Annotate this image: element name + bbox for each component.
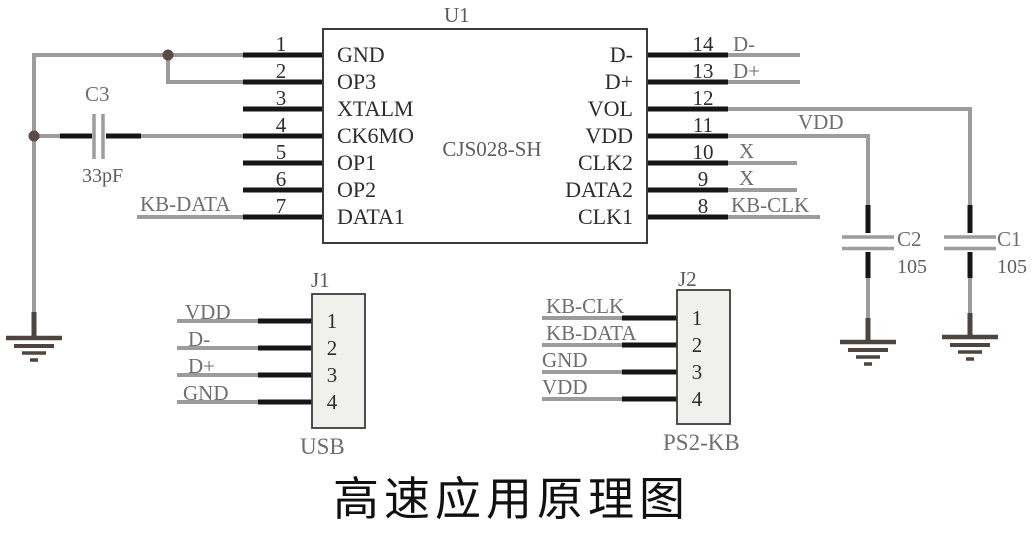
j2-net-kbdata: KB-DATA <box>546 321 637 345</box>
pin-number-9: 9 <box>697 167 709 191</box>
pin-number-11: 11 <box>692 113 714 137</box>
pin-number-12: 12 <box>692 86 714 110</box>
junction-dots <box>28 49 174 142</box>
j1-pin-2: 2 <box>326 336 338 360</box>
j2-net-gnd: GND <box>542 348 588 372</box>
ground-symbol-c2 <box>840 318 896 366</box>
j2-pin-3: 3 <box>691 360 703 384</box>
net-label-x1: X <box>739 139 755 163</box>
ground-symbol-left <box>6 312 62 362</box>
pin-number-5: 5 <box>275 140 287 164</box>
j1-net-gnd: GND <box>183 381 229 405</box>
connector-j2-type: PS2-KB <box>663 430 740 455</box>
pin-number-13: 13 <box>692 59 714 83</box>
cap-c1-designator: C1 <box>997 227 1022 251</box>
cap-c3-designator: C3 <box>85 82 110 106</box>
pin-name-clk1: CLK1 <box>578 204 633 229</box>
pin-number-8: 8 <box>697 194 709 218</box>
black-pin-stubs <box>60 52 973 405</box>
chip-u1-body <box>322 28 648 244</box>
pin-name-dminus: D- <box>609 42 633 67</box>
schematic-title: 高速应用原理图 <box>333 474 690 525</box>
j1-net-dplus: D+ <box>188 354 216 378</box>
pin-name-dplus: D+ <box>604 69 633 94</box>
pin-name-op3: OP3 <box>337 69 377 94</box>
capacitor-plates <box>92 114 996 251</box>
net-label-dminus: D- <box>733 32 756 56</box>
net-label-vdd: VDD <box>798 110 844 134</box>
connector-j2-designator: J2 <box>678 267 697 291</box>
pin-number-7: 7 <box>275 194 287 218</box>
pin-name-data1: DATA1 <box>337 204 405 229</box>
j2-pin-1: 1 <box>691 306 703 330</box>
gray-wires <box>32 53 972 404</box>
pin-name-gnd: GND <box>337 42 385 67</box>
pin-number-6: 6 <box>275 167 287 191</box>
ground-symbol-c1 <box>942 313 998 361</box>
j1-net-dminus: D- <box>188 327 211 351</box>
connector-j1-type: USB <box>300 434 345 459</box>
cap-c1-value: 105 <box>997 256 1027 278</box>
pin-number-3: 3 <box>275 86 287 110</box>
pin-name-vol: VOL <box>587 96 633 121</box>
connector-j1-body <box>311 293 366 429</box>
j1-pin-1: 1 <box>326 309 338 333</box>
pin-name-ck6mo: CK6MO <box>337 123 415 148</box>
j2-net-kbclk: KB-CLK <box>546 294 625 318</box>
cap-c2-value: 105 <box>897 256 927 278</box>
pin-number-4: 4 <box>275 113 287 137</box>
chip-part-number: CJS028-SH <box>442 137 542 161</box>
j2-pin-4: 4 <box>691 387 703 411</box>
pin-name-vdd: VDD <box>585 123 633 148</box>
pin-name-op2: OP2 <box>337 177 377 202</box>
pin-number-2: 2 <box>275 59 287 83</box>
pin-name-xtalm: XTALM <box>337 96 414 121</box>
pin-number-14: 14 <box>692 32 714 56</box>
j1-pin-3: 3 <box>326 363 338 387</box>
j1-net-vdd: VDD <box>185 300 231 324</box>
net-label-kbclk: KB-CLK <box>731 193 810 217</box>
cap-c2-designator: C2 <box>897 227 922 251</box>
j2-net-vdd: VDD <box>542 375 588 399</box>
chip-designator: U1 <box>444 3 470 27</box>
net-label-dplus: D+ <box>733 59 761 83</box>
pin-name-op1: OP1 <box>337 150 377 175</box>
connector-j2-body <box>676 289 731 425</box>
net-label-kbdata: KB-DATA <box>140 192 231 216</box>
pin-number-10: 10 <box>692 140 714 164</box>
pin-number-1: 1 <box>275 32 287 56</box>
cap-c3-value: 33pF <box>82 165 124 187</box>
j1-pin-4: 4 <box>326 390 338 414</box>
connector-j1-designator: J1 <box>311 268 330 292</box>
net-label-x2: X <box>739 166 755 190</box>
j2-pin-2: 2 <box>691 333 703 357</box>
pin-name-clk2: CLK2 <box>578 150 633 175</box>
pin-name-data2: DATA2 <box>565 177 633 202</box>
